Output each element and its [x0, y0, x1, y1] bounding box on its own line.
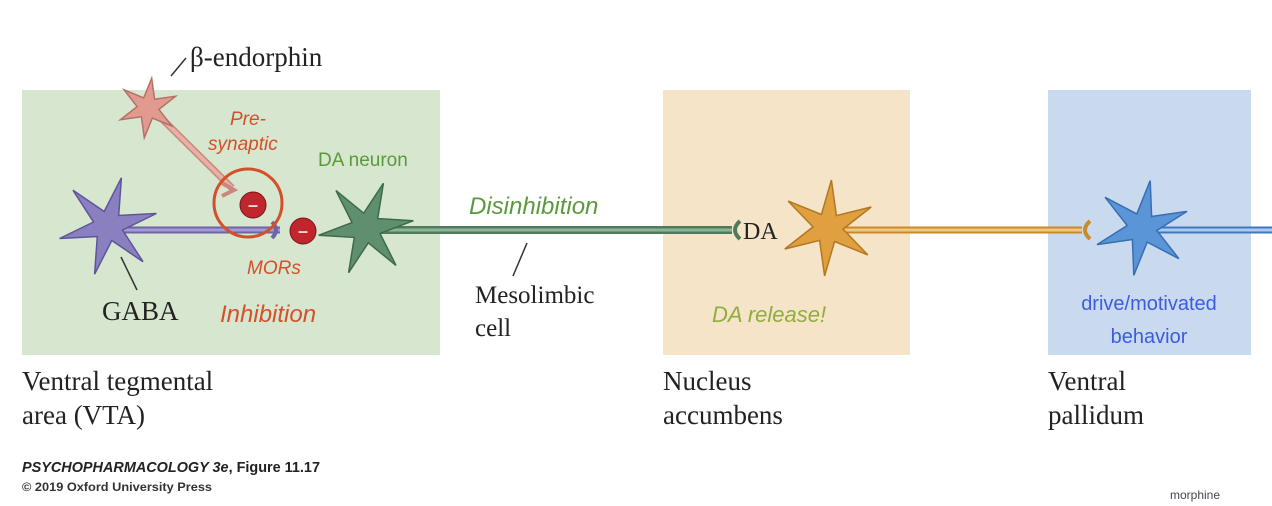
book-title: PSYCHOPHARMACOLOGY 3e: [22, 459, 229, 476]
da-neuron-label: DA neuron: [318, 150, 408, 171]
endorphin-leader-line: [170, 57, 187, 77]
mesolimbic-label-line2: cell: [475, 315, 511, 342]
pallidum-neuron: [1096, 180, 1188, 276]
mors-label: MORs: [247, 258, 301, 279]
mesolimbic-axon: [370, 219, 742, 241]
gaba-axon: [115, 220, 280, 240]
drive-label-line1: drive/motivated: [1081, 293, 1217, 315]
gaba-leader-line: [120, 256, 138, 291]
presynaptic-label-line1: Pre-: [230, 109, 266, 130]
da-label: DA: [743, 219, 778, 245]
accumbens-neuron: [784, 179, 872, 277]
drive-label-line2: behavior: [1111, 326, 1188, 348]
disinhibition-label: Disinhibition: [469, 193, 598, 220]
mesolimbic-label-line1: Mesolimbic: [475, 282, 594, 309]
region-label-nac-line2: accumbens: [663, 400, 783, 430]
mor-presynaptic-marker: –: [239, 191, 267, 219]
copyright: © 2019 Oxford University Press: [22, 480, 212, 494]
presynaptic-label-line2: synaptic: [208, 134, 278, 155]
presynaptic-highlight-circle: [212, 167, 284, 239]
nucleus-accumbens-region: [663, 90, 910, 355]
beta-endorphin-label: β-endorphin: [190, 42, 323, 72]
minus-icon: –: [298, 221, 308, 241]
da-release-label: DA release!: [712, 302, 826, 327]
mesolimbic-leader-line: [512, 242, 528, 277]
figure-citation: PSYCHOPHARMACOLOGY 3e, Figure 11.17: [22, 459, 320, 476]
region-label-vp-line1: Ventral: [1048, 366, 1126, 396]
region-label-vta-line1: Ventral tegmental: [22, 366, 213, 396]
minus-icon: –: [248, 195, 258, 215]
gaba-neuron: [59, 177, 157, 275]
gaba-label: GABA: [102, 296, 179, 326]
region-label-vta-line2: area (VTA): [22, 400, 145, 430]
endorphin-neuron: [117, 75, 179, 141]
morphine-tag: morphine: [1170, 488, 1220, 502]
region-label-nac-line1: Nucleus: [663, 366, 751, 396]
region-label-vp-line2: pallidum: [1048, 400, 1144, 430]
figure-number: , Figure 11.17: [229, 459, 320, 476]
mor-postsynaptic-marker: –: [289, 217, 317, 245]
da-neuron: [318, 182, 414, 274]
accumbens-axon: [830, 219, 1092, 241]
inhibition-label: Inhibition: [220, 301, 316, 328]
